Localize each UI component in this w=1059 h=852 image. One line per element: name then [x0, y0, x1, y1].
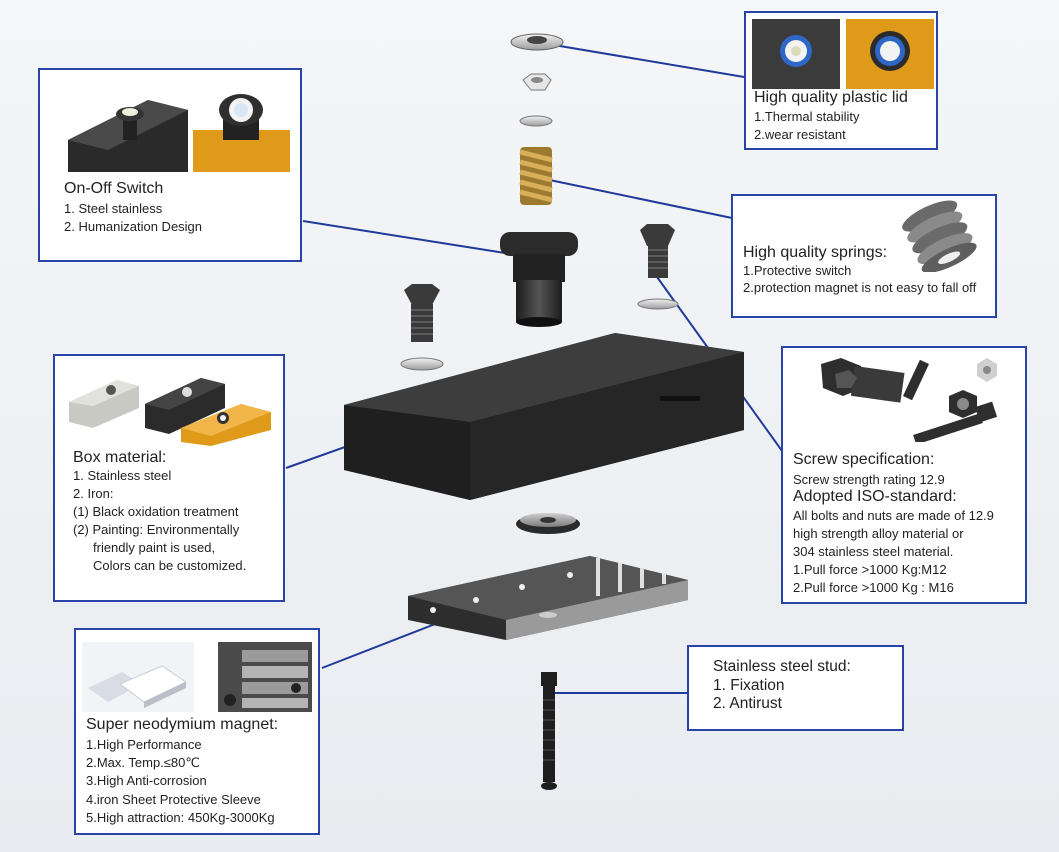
screw-rating: Screw strength rating 12.9 [793, 472, 945, 487]
leader-springs [539, 177, 733, 219]
callout-springs: High quality springs: 1.Protective switc… [731, 194, 997, 318]
box-housing-part [344, 333, 744, 500]
plastic-lid-part [510, 33, 564, 51]
leader-switch [302, 220, 506, 254]
box-material-line-6: Colors can be customized. [93, 558, 247, 573]
screw-line-3: 304 stainless steel material. [793, 544, 954, 559]
box-material-line-2: 2. Iron: [73, 486, 114, 501]
top-nut-part [522, 73, 552, 91]
right-bolt-part [637, 224, 679, 310]
callout-magnet: Super neodymium magnet: 1.High Performan… [74, 628, 320, 835]
plastic-lid-line-2: 2.wear resistant [754, 127, 846, 142]
box-material-line-1: 1. Stainless steel [73, 468, 172, 483]
plastic-lid-title: High quality plastic lid [754, 89, 908, 106]
screw-line-4: 1.Pull force >1000 Kg:M12 [793, 562, 947, 577]
plastic-lid-photo-orange [846, 19, 934, 89]
left-bolt-part [400, 284, 444, 371]
screw-line-1: All bolts and nuts are made of 12.9 [793, 508, 994, 523]
callout-screw: Screw specification: Screw strength rati… [781, 346, 1027, 604]
screw-standard-title: Adopted ISO-standard: [793, 488, 957, 505]
magnet-line-1: 1.High Performance [86, 737, 202, 752]
magnet-title: Super neodymium magnet: [86, 716, 279, 733]
magnet-line-4: 4.iron Sheet Protective Sleeve [86, 792, 261, 807]
box-material-line-3: (1) Black oxidation treatment [73, 504, 239, 519]
springs-photo [902, 200, 977, 272]
springs-line-2: 2.protection magnet is not easy to fall … [743, 280, 977, 295]
leader-plastic-lid [547, 43, 751, 79]
callout-stud: Stainless steel stud: 1. Fixation 2. Ant… [687, 645, 904, 731]
switch-knob-part [500, 232, 578, 327]
box-material-title: Box material: [73, 449, 167, 466]
small-washer-part [519, 115, 553, 127]
callout-switch: On-Off Switch 1. Steel stainless 2. Huma… [38, 68, 302, 262]
magnet-disk-part [516, 513, 580, 534]
spring-part [519, 147, 553, 205]
magnet-line-2: 2.Max. Temp.≤80℃ [86, 755, 200, 770]
springs-line-1: 1.Protective switch [743, 263, 852, 278]
switch-photo-dark [68, 100, 188, 172]
magnet-line-3: 3.High Anti-corrosion [86, 773, 207, 788]
screw-line-2: high strength alloy material or [793, 526, 964, 541]
screw-photo [821, 358, 998, 442]
magnet-line-5: 5.High attraction: 450Kg-3000Kg [86, 810, 275, 825]
springs-title: High quality springs: [743, 244, 888, 261]
stud-part [541, 672, 557, 790]
plastic-lid-line-1: 1.Thermal stability [754, 109, 860, 124]
switch-line-2: 2. Humanization Design [64, 219, 203, 234]
magnet-photo-sleeve [218, 642, 312, 712]
box-material-photo [69, 378, 271, 446]
box-material-line-5: friendly paint is used, [93, 540, 216, 555]
switch-title: On-Off Switch [64, 180, 164, 197]
screw-line-5: 2.Pull force >1000 Kg : M16 [793, 580, 954, 595]
magnet-block-part [408, 556, 688, 640]
switch-line-1: 1. Steel stainless [64, 201, 163, 216]
switch-photo-orange [193, 94, 290, 172]
magnet-photo-blocks [82, 642, 194, 712]
callout-box-material: Box material: 1. Stainless steel 2. Iron… [53, 354, 285, 602]
stud-line-1: 1. Fixation [713, 677, 785, 694]
stud-title: Stainless steel stud: [713, 658, 851, 675]
box-material-line-4: (2) Painting: Environmentally [73, 522, 240, 537]
screw-title: Screw specification: [793, 451, 935, 468]
stud-line-2: 2. Antirust [713, 695, 782, 712]
callout-plastic-lid: High quality plastic lid 1.Thermal stabi… [744, 11, 938, 150]
plastic-lid-photo-dark [752, 19, 840, 89]
